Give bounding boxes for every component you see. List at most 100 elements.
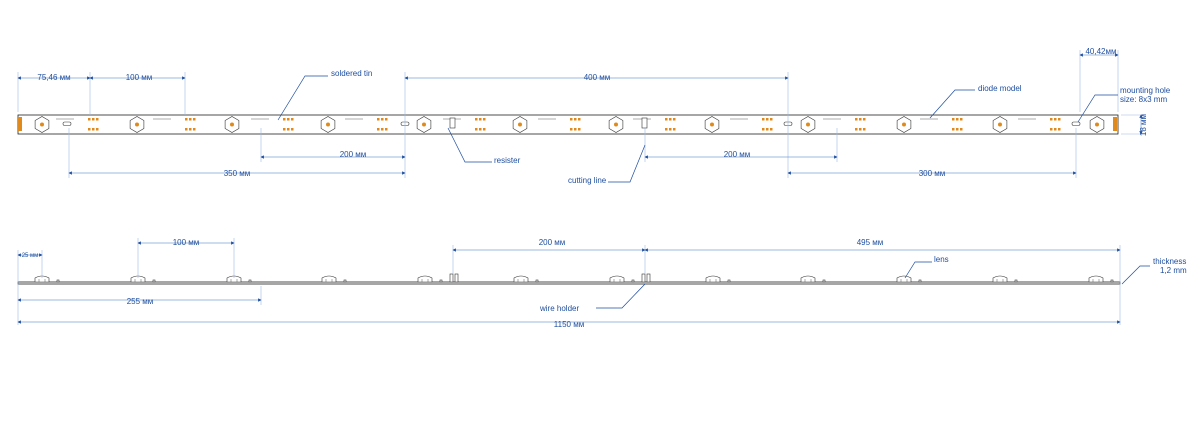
top-view: 75,46 мм 100 мм 400 мм 40,42мм 18 мм 200…	[17, 47, 1171, 185]
smd-part	[56, 279, 60, 283]
led-core-8	[710, 122, 714, 127]
smd-part	[343, 279, 347, 283]
solder-pad	[479, 118, 482, 121]
lens-4	[321, 275, 337, 283]
callout-thickness-value: 1,2 mm	[1160, 266, 1187, 275]
callout-resister: resister	[494, 156, 521, 165]
pcb-strip-top	[17, 114, 1119, 135]
solder-pad	[673, 128, 676, 131]
solder-pad	[189, 128, 192, 131]
solder-pad	[483, 128, 486, 131]
solder-pad	[96, 118, 99, 121]
solder-pad	[1058, 118, 1061, 121]
resistor-2	[641, 117, 648, 129]
solder-pad	[185, 118, 188, 121]
solder-pad	[574, 118, 577, 121]
solder-pad	[952, 128, 955, 131]
solder-pad	[863, 128, 866, 131]
solder-pad	[88, 118, 91, 121]
solder-pad	[1058, 128, 1061, 131]
wire-holder-2	[454, 273, 459, 283]
solder-pad	[189, 118, 192, 121]
solder-pad	[385, 118, 388, 121]
solder-pad	[92, 118, 95, 121]
resistor-1	[449, 117, 456, 129]
led-core-11	[998, 122, 1002, 127]
pcb-strip-side	[17, 281, 1121, 285]
solder-pads-top	[56, 118, 1061, 131]
solder-pad	[952, 118, 955, 121]
solder-pad	[287, 128, 290, 131]
lens-9	[800, 275, 816, 283]
callout-wire-holder: wire holder	[539, 304, 579, 313]
smd-part	[1110, 279, 1114, 283]
solder-pad	[381, 128, 384, 131]
smd-part	[535, 279, 539, 283]
callout-diode-model: diode model	[978, 84, 1022, 93]
solder-pad	[574, 128, 577, 131]
side-view: 25 мм 100 мм 200 мм 495 мм 255 мм 1150 м…	[17, 238, 1187, 329]
smd-part	[248, 279, 252, 283]
solder-pad	[475, 118, 478, 121]
solder-pad	[578, 118, 581, 121]
solder-pad	[287, 118, 290, 121]
callout-lens: lens	[934, 255, 949, 264]
solder-pad	[96, 128, 99, 131]
dim-200-left-label: 200 мм	[340, 150, 367, 159]
lenses-side	[34, 275, 1114, 283]
solder-pad	[193, 118, 196, 121]
solder-pad	[377, 128, 380, 131]
led-core-5	[422, 122, 426, 127]
solder-pad	[960, 118, 963, 121]
solder-pad	[578, 128, 581, 131]
led-core-4	[326, 122, 330, 127]
solder-pad	[762, 128, 765, 131]
dim-25-label: 25 мм	[22, 253, 39, 259]
solder-pad	[859, 128, 862, 131]
solder-pad	[770, 118, 773, 121]
solder-pad	[92, 128, 95, 131]
solder-pad	[1054, 128, 1057, 131]
solder-pad	[385, 128, 388, 131]
smd-part	[631, 279, 635, 283]
callout-mounting-hole: mounting hole	[1120, 86, 1171, 95]
solder-pad	[863, 118, 866, 121]
dim-100-label: 100 мм	[126, 73, 153, 82]
solder-pad	[185, 128, 188, 131]
solder-pad	[766, 118, 769, 121]
solder-pad	[669, 128, 672, 131]
lens-11	[992, 275, 1008, 283]
lens-2	[130, 275, 146, 283]
solder-pad	[479, 128, 482, 131]
solder-pad	[193, 128, 196, 131]
solder-pad	[855, 118, 858, 121]
dim-18-label: 18 мм	[1139, 114, 1148, 136]
solder-pad	[766, 128, 769, 131]
led-core-7	[614, 122, 618, 127]
dim-1150-label: 1150 мм	[554, 320, 584, 329]
solder-pad	[669, 118, 672, 121]
solder-pad	[283, 128, 286, 131]
solder-pad	[283, 118, 286, 121]
smd-part	[152, 279, 156, 283]
solder-pad	[762, 118, 765, 121]
led-core-12	[1095, 122, 1099, 127]
lens-3	[226, 275, 242, 283]
dimension-lines-top	[17, 50, 1146, 178]
solder-pad	[770, 128, 773, 131]
mounting-hole-0	[62, 121, 72, 126]
solder-pad	[291, 128, 294, 131]
led-diodes-top	[34, 116, 1105, 133]
dim-495-label: 495 мм	[857, 238, 884, 247]
lens-8	[705, 275, 721, 283]
solder-pad	[855, 128, 858, 131]
solder-pad	[956, 128, 959, 131]
solder-pad	[1050, 128, 1053, 131]
dim-200-side-label: 200 мм	[539, 238, 566, 247]
solder-pad	[1054, 118, 1057, 121]
solder-pad	[570, 118, 573, 121]
callout-mounting-hole-size: size: 8x3 mm	[1120, 95, 1167, 104]
callout-soldered-tin: soldered tin	[331, 69, 372, 78]
